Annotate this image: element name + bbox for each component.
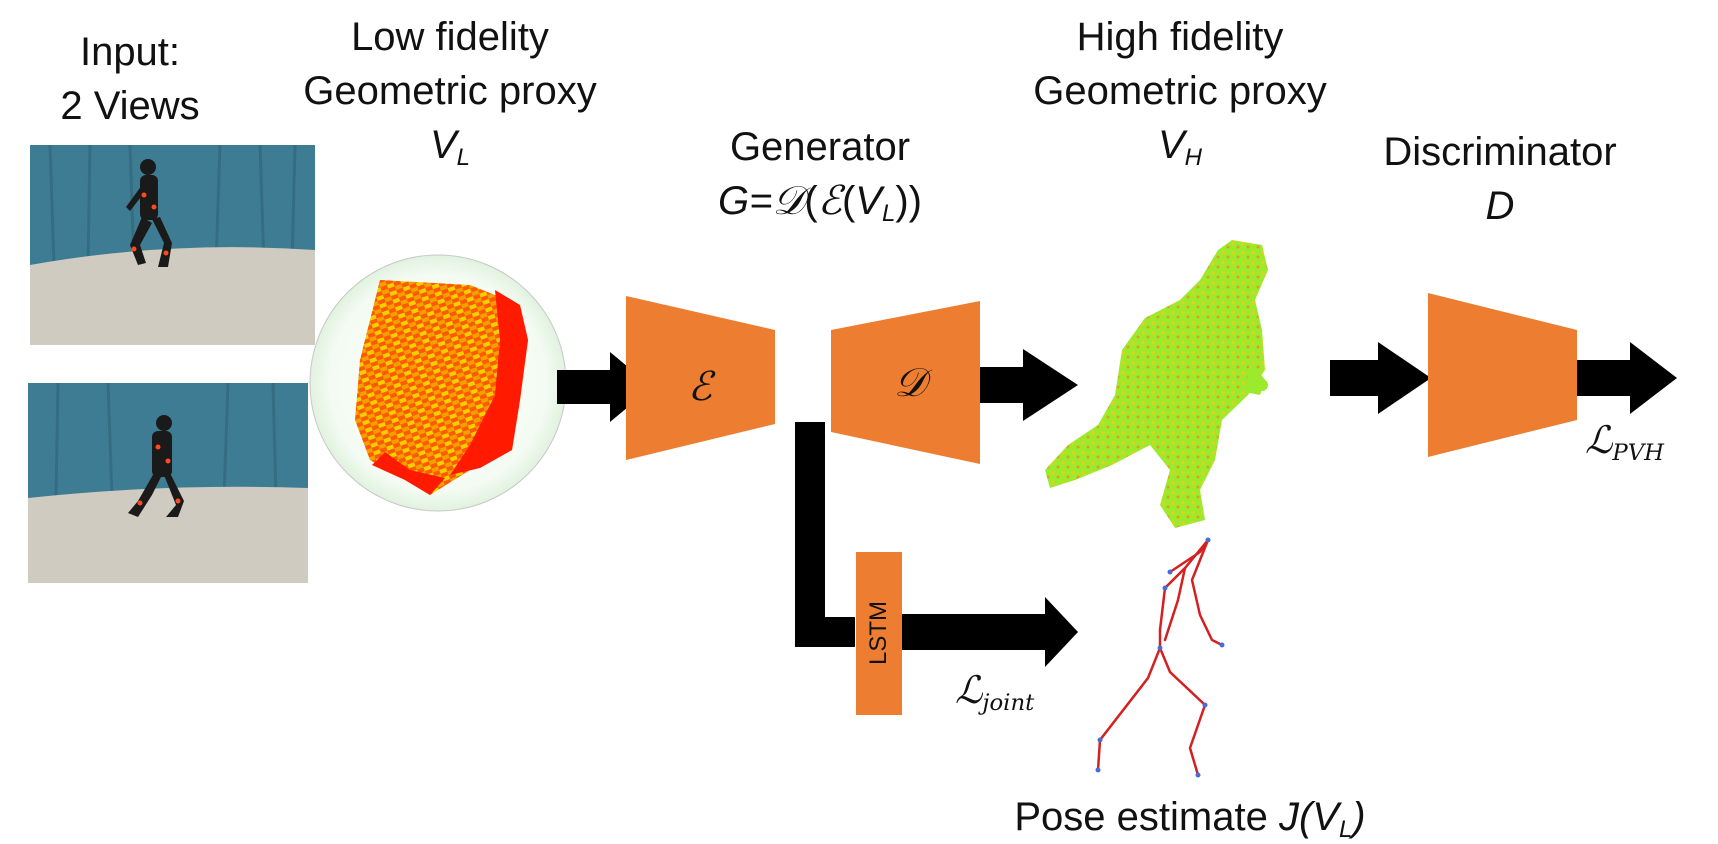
decoder-output-arrow [980, 349, 1078, 421]
discriminator-input-arrow [1330, 342, 1431, 414]
lstm-branch-path [795, 422, 1078, 667]
generator-equation: G=𝒟(ℰ(VL)) [718, 178, 922, 228]
pose-joint-markers [1095, 537, 1225, 778]
high-fidelity-voxel-visual [1045, 240, 1268, 528]
low-fidelity-label: Low fidelity Geometric proxy VL [270, 10, 630, 172]
discriminator-label: Discriminator D [1340, 125, 1660, 233]
high-fidelity-label: High fidelity Geometric proxy VH [1010, 10, 1350, 172]
input-view-2-photo [28, 383, 308, 583]
pose-skeleton-visual [1096, 538, 1224, 777]
low-fidelity-symbol: VL [429, 123, 471, 172]
encoder-symbol: ℰ [687, 364, 713, 410]
loss-joint-label: ℒjoint [955, 668, 1035, 716]
encoder-block [626, 296, 775, 460]
low-fidelity-voxel-visual [309, 254, 567, 512]
high-fidelity-symbol: VH [1157, 123, 1203, 172]
loss-pvh-label: ℒPVH [1585, 418, 1665, 466]
pose-estimate-label: Pose estimate J(VL) [1014, 795, 1366, 844]
input-label-line2: 2 Views [60, 84, 200, 128]
input-label: Input: 2 Views [30, 25, 230, 133]
low-fidelity-line1: Low fidelity [351, 15, 549, 59]
generator-line1: Generator [729, 125, 911, 169]
decoder-symbol: 𝒟 [894, 360, 926, 406]
high-fidelity-line1: High fidelity [1076, 15, 1284, 59]
low-fidelity-line2: Geometric proxy [303, 69, 597, 113]
input-label-line1: Input: [79, 30, 181, 74]
generator-label: Generator G=𝒟(ℰ(VL)) [650, 120, 990, 228]
lstm-label: LSTM [865, 601, 892, 666]
discriminator-output-arrow [1577, 342, 1677, 414]
decoder-block [831, 301, 980, 464]
lstm-block [856, 552, 902, 715]
discriminator-line1: Discriminator [1383, 130, 1617, 174]
input-view-1-photo [30, 145, 315, 345]
discriminator-block [1428, 293, 1577, 457]
high-fidelity-line2: Geometric proxy [1033, 69, 1327, 113]
discriminator-symbol: D [1485, 184, 1515, 228]
